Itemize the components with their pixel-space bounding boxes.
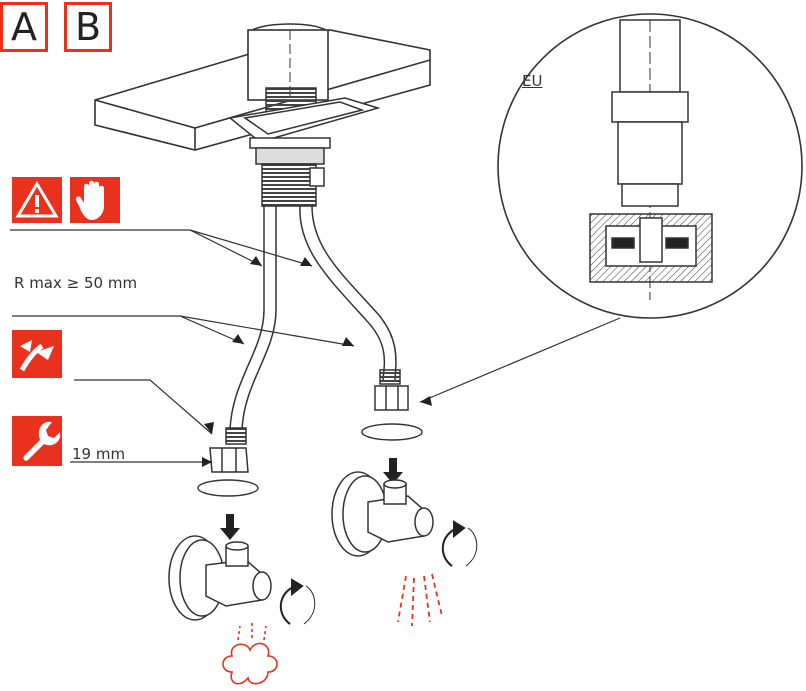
eu-label: EU bbox=[522, 72, 543, 90]
steam-cloud-icon bbox=[222, 622, 278, 685]
hose-a bbox=[229, 206, 277, 431]
nut-b bbox=[374, 369, 409, 411]
radius-label: R max ≥ 50 mm bbox=[14, 274, 138, 292]
leader-arrowheads bbox=[202, 256, 432, 467]
hand-stop-icon bbox=[70, 177, 120, 223]
nut-a bbox=[209, 427, 249, 473]
mounting-shank bbox=[228, 87, 381, 207]
down-arrow-icon bbox=[220, 458, 403, 540]
badge-b: B bbox=[64, 2, 112, 52]
warning-icon bbox=[12, 177, 62, 223]
eu-detail-magnifier bbox=[497, 13, 803, 319]
badge-a: A bbox=[0, 2, 48, 52]
hose-b bbox=[299, 205, 397, 381]
wrench-size-label: 19 mm bbox=[72, 445, 126, 463]
leader-lines bbox=[10, 229, 621, 463]
rotate-arrow-icon bbox=[197, 423, 423, 497]
valve-open-arrow-icon bbox=[280, 520, 478, 625]
angle-valve-a bbox=[168, 535, 272, 621]
hose-bend-icon bbox=[12, 330, 62, 378]
angle-valve-b bbox=[331, 471, 434, 557]
wrench-icon bbox=[12, 416, 62, 466]
water-spray-icon bbox=[397, 573, 443, 627]
